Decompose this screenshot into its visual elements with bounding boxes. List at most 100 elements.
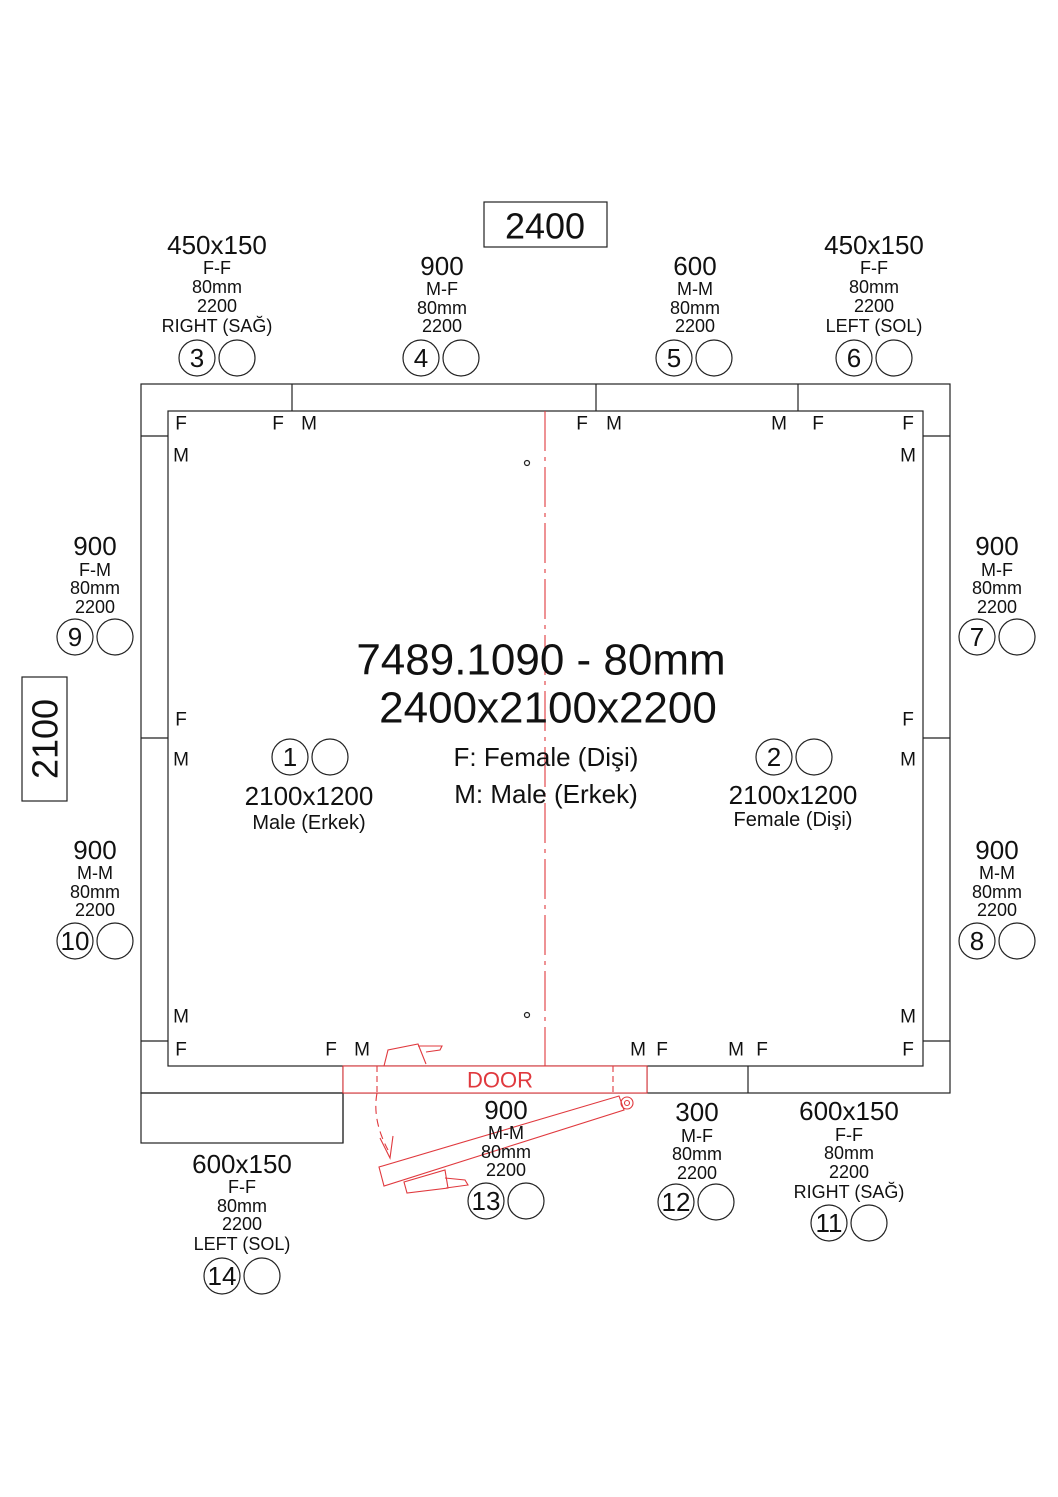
panel-spec: 2200 xyxy=(197,296,237,316)
joint-marker: F xyxy=(902,1040,914,1061)
depth-dimension: 2100 xyxy=(25,699,66,779)
joint-marker: F xyxy=(902,414,914,435)
panel-spec: Male (Erkek) xyxy=(252,812,365,834)
panel-spec: F-F xyxy=(228,1177,256,1197)
joint-marker: M xyxy=(630,1040,646,1061)
hole-mark xyxy=(523,459,531,467)
panel-spec: 80mm xyxy=(70,882,120,902)
panel-spec: F-F xyxy=(835,1125,863,1145)
panel-number-circle xyxy=(958,618,996,656)
panel-spec: M-M xyxy=(677,279,713,299)
joint-marker: M xyxy=(173,446,189,467)
panel-check-circle xyxy=(218,339,256,377)
panel-number: 6 xyxy=(847,343,861,373)
panel-spec: LEFT (SOL) xyxy=(826,316,923,336)
panel-spec: 80mm xyxy=(192,277,242,297)
panel-spec: F-F xyxy=(203,258,231,278)
joint-marker: F xyxy=(656,1040,668,1061)
panel-check-circle xyxy=(697,1183,735,1221)
panel-number: 12 xyxy=(662,1187,691,1217)
joint-marker: M xyxy=(728,1040,744,1061)
panel-size: 300 xyxy=(675,1097,718,1127)
panel-number-circle xyxy=(56,618,94,656)
panel-check-circle xyxy=(875,339,913,377)
panel-spec: M-F xyxy=(681,1126,713,1146)
panel-number-circle xyxy=(755,738,793,776)
panel-spec: 2200 xyxy=(675,316,715,336)
panel-number: 4 xyxy=(414,343,428,373)
panel-size: 900 xyxy=(73,835,116,865)
panel-spec: M-M xyxy=(979,863,1015,883)
panel-check-circle xyxy=(243,1257,281,1295)
model-title: 7489.1090 - 80mm xyxy=(356,636,725,685)
panel-spec: 2200 xyxy=(977,597,1017,617)
panel-spec: M-M xyxy=(77,863,113,883)
panel-check-circle xyxy=(507,1182,545,1220)
panel-spec: 80mm xyxy=(417,298,467,318)
panel-size: 900 xyxy=(420,251,463,281)
panel-number-circle xyxy=(657,1183,695,1221)
joint-marker: M xyxy=(771,414,787,435)
panel-number: 2 xyxy=(767,742,781,772)
panel-spec: M-F xyxy=(981,560,1013,580)
panel-number-circle xyxy=(467,1182,505,1220)
panel-spec: 80mm xyxy=(672,1144,722,1164)
joint-marker: M xyxy=(301,414,317,435)
panel-number: 5 xyxy=(667,343,681,373)
panel-spec: 80mm xyxy=(972,882,1022,902)
panel-number-circle xyxy=(56,922,94,960)
joint-marker: M xyxy=(173,750,189,771)
panel-number-circle xyxy=(655,339,693,377)
panel-size: 450x150 xyxy=(167,230,267,260)
panel-size: 600x150 xyxy=(799,1096,899,1126)
panel-size: 900 xyxy=(73,531,116,561)
panel-spec: 2200 xyxy=(977,900,1017,920)
joint-marker: M xyxy=(606,414,622,435)
panel-spec: 2200 xyxy=(829,1162,869,1182)
hole-mark xyxy=(523,1011,531,1019)
joint-marker: M xyxy=(900,750,916,771)
panel-spec: 2200 xyxy=(486,1160,526,1180)
width-dimension: 2400 xyxy=(505,206,585,247)
panel-check-circle xyxy=(96,922,134,960)
door-label: DOOR xyxy=(467,1068,533,1093)
joint-marker: F xyxy=(576,414,588,435)
panel-size: 600 xyxy=(673,251,716,281)
panel-spec: F-F xyxy=(860,258,888,278)
panel-check-circle xyxy=(998,922,1036,960)
joint-marker: M xyxy=(354,1040,370,1061)
door-swing-icon xyxy=(375,1043,634,1194)
panel-spec: 80mm xyxy=(481,1142,531,1162)
panel-check-circle xyxy=(695,339,733,377)
panel-size: 900 xyxy=(975,835,1018,865)
panel-spec: M-M xyxy=(488,1123,524,1143)
panel-spec: 2200 xyxy=(222,1214,262,1234)
panel-number-circle xyxy=(203,1257,241,1295)
width-dimension-box xyxy=(483,201,608,248)
panel-number-circle xyxy=(810,1204,848,1242)
joint-marker: F xyxy=(325,1040,337,1061)
corner-panel-14 xyxy=(140,1092,344,1144)
panel-check-circle xyxy=(96,618,134,656)
panel-spec: RIGHT (SAĞ) xyxy=(794,1181,905,1202)
panel-size: 450x150 xyxy=(824,230,924,260)
panel-spec: 80mm xyxy=(70,578,120,598)
panel-check-circle xyxy=(850,1204,888,1242)
legend-male: M: Male (Erkek) xyxy=(454,779,637,809)
panel-number: 10 xyxy=(61,926,90,956)
panel-number: 3 xyxy=(190,343,204,373)
joint-marker: F xyxy=(812,414,824,435)
panel-spec: RIGHT (SAĞ) xyxy=(162,315,273,336)
